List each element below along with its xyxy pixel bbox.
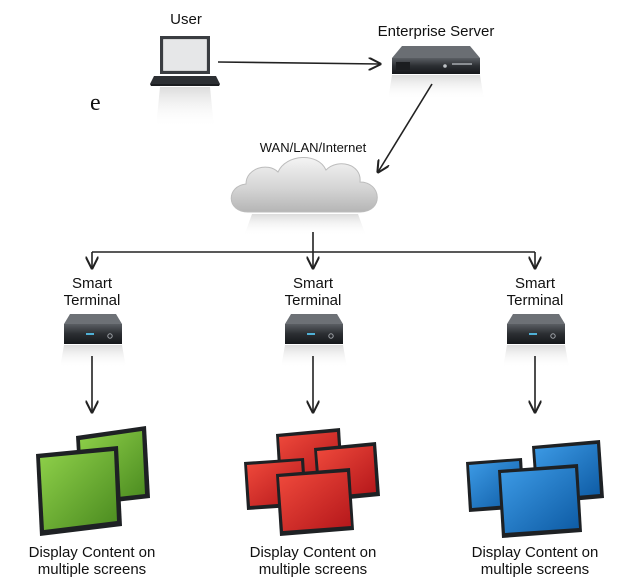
terminal-2-label-line1: Smart	[293, 275, 334, 292]
display-3-caption-line2: multiple screens	[481, 561, 589, 578]
arrow-server-to-cloud	[378, 83, 433, 172]
set-top-box-icon	[60, 314, 126, 368]
monitor-icon	[36, 446, 122, 536]
user-label: User	[170, 11, 202, 28]
network-label: WAN/LAN/Internet	[260, 140, 367, 155]
rack-server-icon	[388, 46, 484, 100]
terminal-3-label-line1: Smart	[515, 275, 556, 292]
display-2-caption-line2: multiple screens	[259, 561, 367, 578]
terminal-column-3: Smart Terminal	[503, 275, 569, 412]
display-1-caption-line1: Display Content on	[29, 544, 156, 561]
server-label: Enterprise Server	[378, 23, 495, 40]
terminal-2-label-line2: Terminal	[285, 292, 342, 309]
terminal-1-label-line2: Terminal	[64, 292, 121, 309]
display-group-blue	[466, 440, 604, 538]
monitor-icon	[498, 464, 582, 538]
cloud-icon	[230, 157, 378, 236]
terminal-1-label-line1: Smart	[72, 275, 113, 292]
display-1-caption-line2: multiple screens	[38, 561, 146, 578]
terminal-3-label-line2: Terminal	[507, 292, 564, 309]
branch-connector	[92, 232, 535, 268]
edge-fragment-text: e	[90, 90, 101, 116]
set-top-box-icon	[503, 314, 569, 368]
display-2-caption-line1: Display Content on	[250, 544, 377, 561]
display-group-red	[244, 428, 380, 536]
monitor-icon	[276, 468, 354, 536]
arrow-user-to-server	[217, 62, 380, 64]
display-3-caption-line1: Display Content on	[472, 544, 599, 561]
terminal-column-2: Smart Terminal	[281, 275, 347, 412]
display-group-green	[36, 426, 150, 536]
laptop-icon	[150, 36, 220, 128]
set-top-box-icon	[281, 314, 347, 368]
terminal-column-1: Smart Terminal	[60, 275, 126, 412]
